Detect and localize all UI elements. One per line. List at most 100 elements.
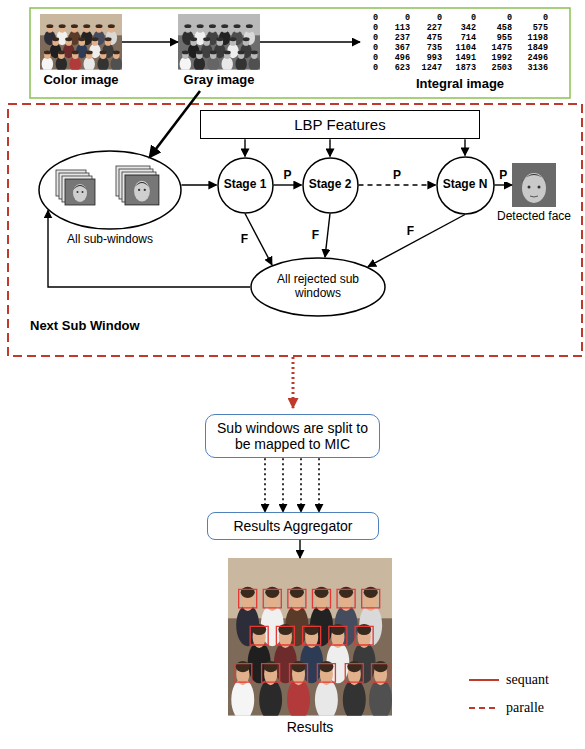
legend-text: paralle (506, 700, 544, 716)
result-panel: Results (228, 558, 392, 738)
process-box: Sub windows are split to be mapped to MI… (205, 414, 380, 458)
flow-note: Next Sub Window (30, 318, 140, 334)
matrix-cell: 458 (497, 23, 512, 33)
matrix-cell: 0 (471, 13, 476, 23)
matrix-cell: 1849 (528, 43, 548, 53)
node-text: Detected face (497, 210, 571, 224)
connector (282, 458, 284, 512)
connector (325, 214, 330, 258)
matrix-cell: 342 (461, 23, 476, 33)
matrix-cell: 0 (405, 13, 410, 23)
cascade-frame (8, 104, 582, 356)
gray-photo (178, 14, 260, 71)
matrix-cell: 1198 (528, 33, 548, 43)
matrix-cell: 1104 (456, 43, 476, 53)
node-text: LBP Features (207, 116, 473, 133)
ellipse-outline (251, 258, 385, 316)
circle-outline (437, 157, 494, 214)
picture-area (40, 14, 122, 70)
parallel-arrow (292, 357, 295, 408)
node-text: All rejected sub windows (268, 273, 368, 301)
matrix-cell: 714 (461, 33, 476, 43)
edge-label: P (392, 168, 402, 182)
node-text: Results Aggregator (214, 518, 372, 534)
legend-line (468, 675, 500, 685)
picture-area (178, 14, 260, 70)
edge-label: F (406, 224, 415, 238)
connector (329, 139, 330, 156)
image-panel: Color image (40, 14, 122, 91)
matrix-cell: 237 (395, 33, 410, 43)
ellipse-outline (39, 151, 181, 229)
connector (359, 184, 436, 185)
stage-circle: Stage N (436, 156, 495, 215)
legend-line (469, 679, 499, 681)
detected-face-image (512, 163, 556, 207)
node-text: Results (228, 719, 392, 735)
matrix-cell: 0 (373, 43, 378, 53)
matrix-cell: 1873 (456, 63, 476, 73)
matrix-cell: 1247 (422, 63, 442, 73)
connector (260, 41, 360, 42)
matrix-cell: 1992 (492, 53, 512, 63)
matrix-cell: 0 (373, 53, 378, 63)
node-text: Stage 1 (224, 178, 267, 192)
connector (318, 458, 320, 512)
legend-line (468, 703, 500, 713)
matrix-cell: 0 (437, 13, 442, 23)
edge-label: F (311, 228, 320, 242)
ellipse-outline (38, 150, 182, 230)
matrix-cell: 2496 (528, 53, 548, 63)
edge-label: F (240, 232, 249, 246)
circle-outline (303, 158, 358, 213)
legend-row: sequant (468, 672, 549, 688)
connector (264, 458, 266, 512)
node-text: Integral image (360, 77, 560, 92)
edge-label: P (282, 168, 292, 182)
node-text: Stage N (443, 178, 488, 192)
stage-circle: Stage 1 (217, 157, 274, 214)
node-text: Color image (40, 73, 122, 88)
color-photo (40, 14, 122, 71)
matrix-cell: 0 (373, 23, 378, 33)
matrix-cell: 113 (395, 23, 410, 33)
matrix-cell: 955 (497, 33, 512, 43)
connector (274, 184, 302, 185)
matrix-cell: 993 (427, 53, 442, 63)
matrix-cell: 0 (543, 13, 548, 23)
input-frame (30, 8, 570, 98)
connector (464, 139, 465, 155)
picture-area (512, 163, 556, 207)
connector (368, 215, 465, 267)
feature-box: LBP Features (200, 110, 480, 139)
matrix-cell: 0 (373, 33, 378, 43)
process-box: Results Aggregator (207, 512, 379, 540)
matrix-cell: 2503 (492, 63, 512, 73)
connector (495, 184, 512, 185)
window-pool: All sub-windows (38, 150, 182, 250)
picture-area (38, 150, 182, 230)
matrix-cell: 1491 (456, 53, 476, 63)
matrix-cell: 1475 (492, 43, 512, 53)
matrix-cell: 575 (533, 23, 548, 33)
matrix-cell: 227 (427, 23, 442, 33)
legend-line (469, 707, 499, 709)
connector (150, 91, 200, 157)
reject-pool: All rejected sub windows (250, 257, 386, 317)
matrix-cell: 0 (373, 63, 378, 73)
circle-outline (218, 158, 273, 213)
face-boxes (234, 589, 390, 682)
subwindow-stack (56, 170, 95, 205)
node-text: Sub windows are split to be mapped to MI… (212, 420, 373, 452)
connector (299, 540, 300, 558)
matrix-cell: 0 (373, 13, 378, 23)
edge-label: P (498, 168, 508, 182)
matrix-cell: 367 (395, 43, 410, 53)
matrix-cell: 0 (507, 13, 512, 23)
matrix-cell: 623 (395, 63, 410, 73)
image-panel: Gray image (178, 14, 260, 91)
matrix-cell: 496 (395, 53, 410, 63)
matrix-cell: 475 (427, 33, 442, 43)
connector (181, 184, 216, 185)
result-photo (228, 558, 392, 720)
